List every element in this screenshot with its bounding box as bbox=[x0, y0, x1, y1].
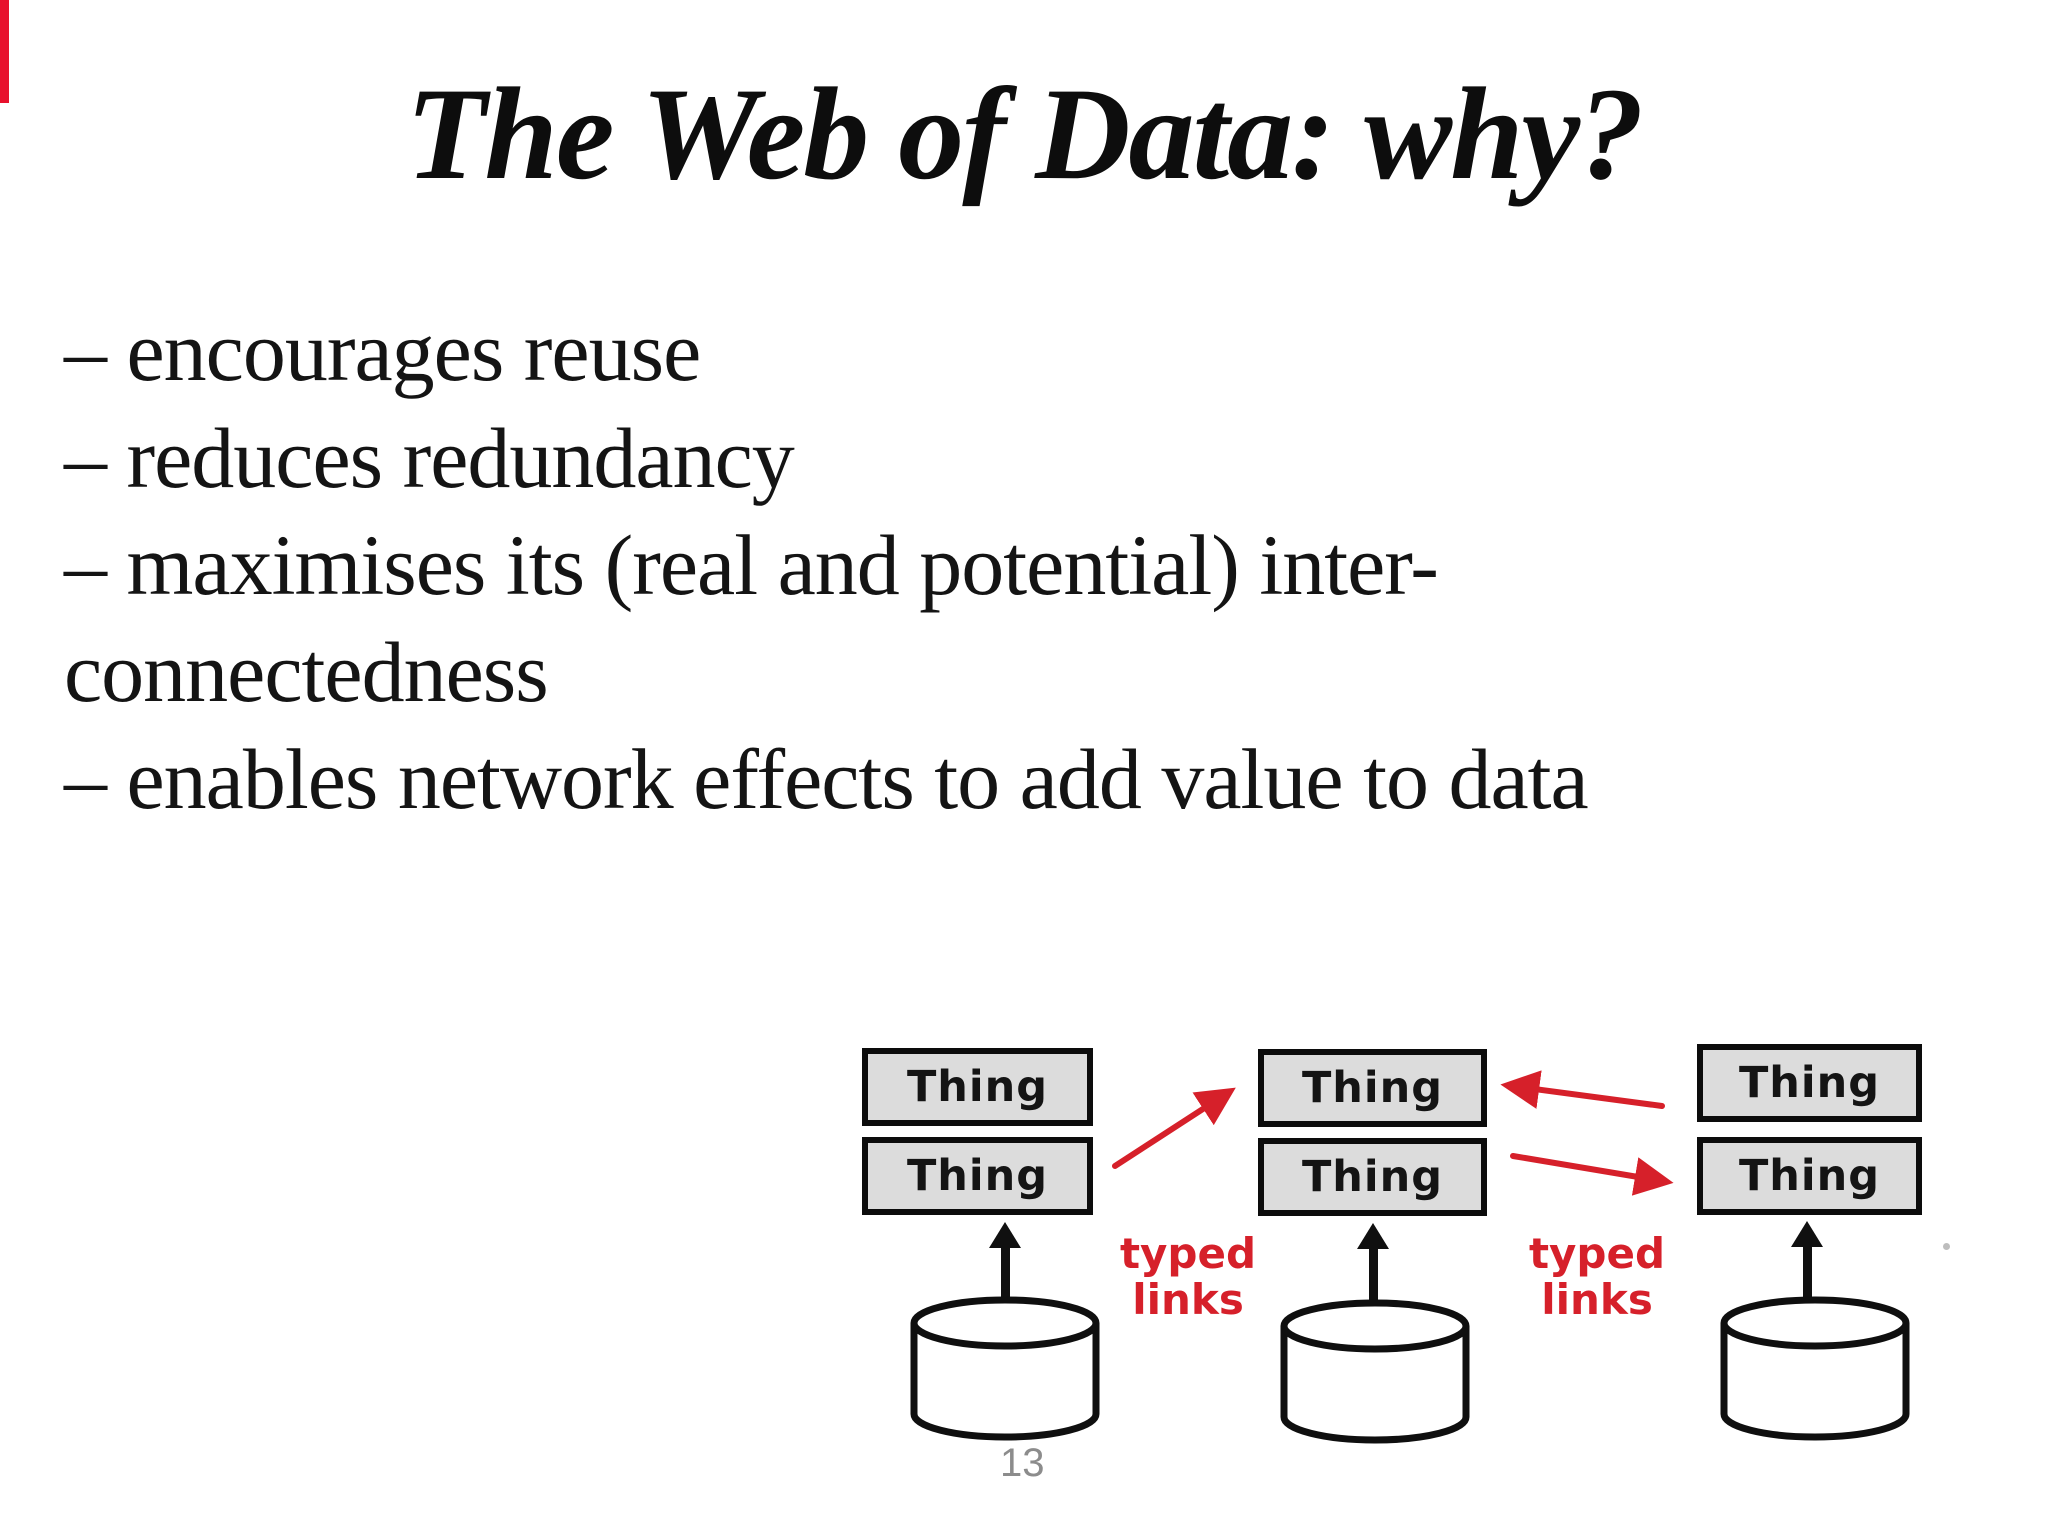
bullet-line: connectedness bbox=[64, 624, 549, 720]
up-arrow-head bbox=[1357, 1223, 1389, 1249]
thing-box-label: Thing bbox=[906, 1151, 1049, 1201]
up-arrow-icon bbox=[989, 1222, 1021, 1300]
thing-box-label: Thing bbox=[906, 1062, 1049, 1112]
typed-links-label: typed links bbox=[1487, 1231, 1707, 1323]
bullet-line: – maximises its (real and potential) int… bbox=[64, 517, 1439, 613]
typed-link-arrow bbox=[1510, 1153, 1674, 1196]
typed-links-line: typed bbox=[1119, 1229, 1257, 1278]
database-cylinder-icon bbox=[910, 1296, 1100, 1441]
typed-links-line: links bbox=[1132, 1275, 1244, 1324]
thing-box: Thing bbox=[1258, 1049, 1487, 1127]
red-accent-bar bbox=[0, 0, 9, 103]
stray-dot bbox=[1943, 1243, 1950, 1250]
thing-box: Thing bbox=[1697, 1044, 1922, 1122]
up-arrow-icon bbox=[1357, 1223, 1389, 1301]
typed-link-arrow bbox=[1500, 1070, 1665, 1109]
thing-box: Thing bbox=[862, 1137, 1093, 1215]
bullet-line: – encourages reuse bbox=[64, 303, 701, 399]
bullet-line: – enables network effects to add value t… bbox=[64, 731, 1589, 827]
typed-links-line: links bbox=[1541, 1275, 1653, 1324]
database-cylinder-icon bbox=[1280, 1299, 1470, 1444]
page-number: 13 bbox=[1000, 1441, 1045, 1485]
page-title: The Web of Data: why? bbox=[405, 60, 1644, 207]
typed-link-arrows bbox=[1112, 1070, 1674, 1196]
thing-box-label: Thing bbox=[1301, 1063, 1444, 1113]
thing-box-label: Thing bbox=[1738, 1151, 1881, 1201]
up-arrow-head bbox=[1791, 1221, 1823, 1247]
bullet-list: – encourages reuse – reduces redundancy … bbox=[64, 298, 1994, 833]
thing-box-label: Thing bbox=[1738, 1058, 1881, 1108]
up-arrow-shaft bbox=[1802, 1247, 1812, 1299]
up-arrow-icon bbox=[1791, 1221, 1823, 1299]
thing-box: Thing bbox=[1258, 1138, 1487, 1216]
thing-box: Thing bbox=[862, 1048, 1093, 1126]
thing-box: Thing bbox=[1697, 1137, 1922, 1215]
typed-links-line: typed bbox=[1528, 1229, 1666, 1278]
typed-link-arrow bbox=[1112, 1087, 1236, 1169]
thing-box-label: Thing bbox=[1301, 1152, 1444, 1202]
up-arrow-head bbox=[989, 1222, 1021, 1248]
database-cylinder-icon bbox=[1720, 1296, 1910, 1441]
up-arrow-shaft bbox=[1368, 1249, 1378, 1301]
typed-links-label: typed links bbox=[1078, 1231, 1298, 1323]
bullet-line: – reduces redundancy bbox=[64, 410, 795, 506]
up-arrow-shaft bbox=[1000, 1248, 1010, 1300]
